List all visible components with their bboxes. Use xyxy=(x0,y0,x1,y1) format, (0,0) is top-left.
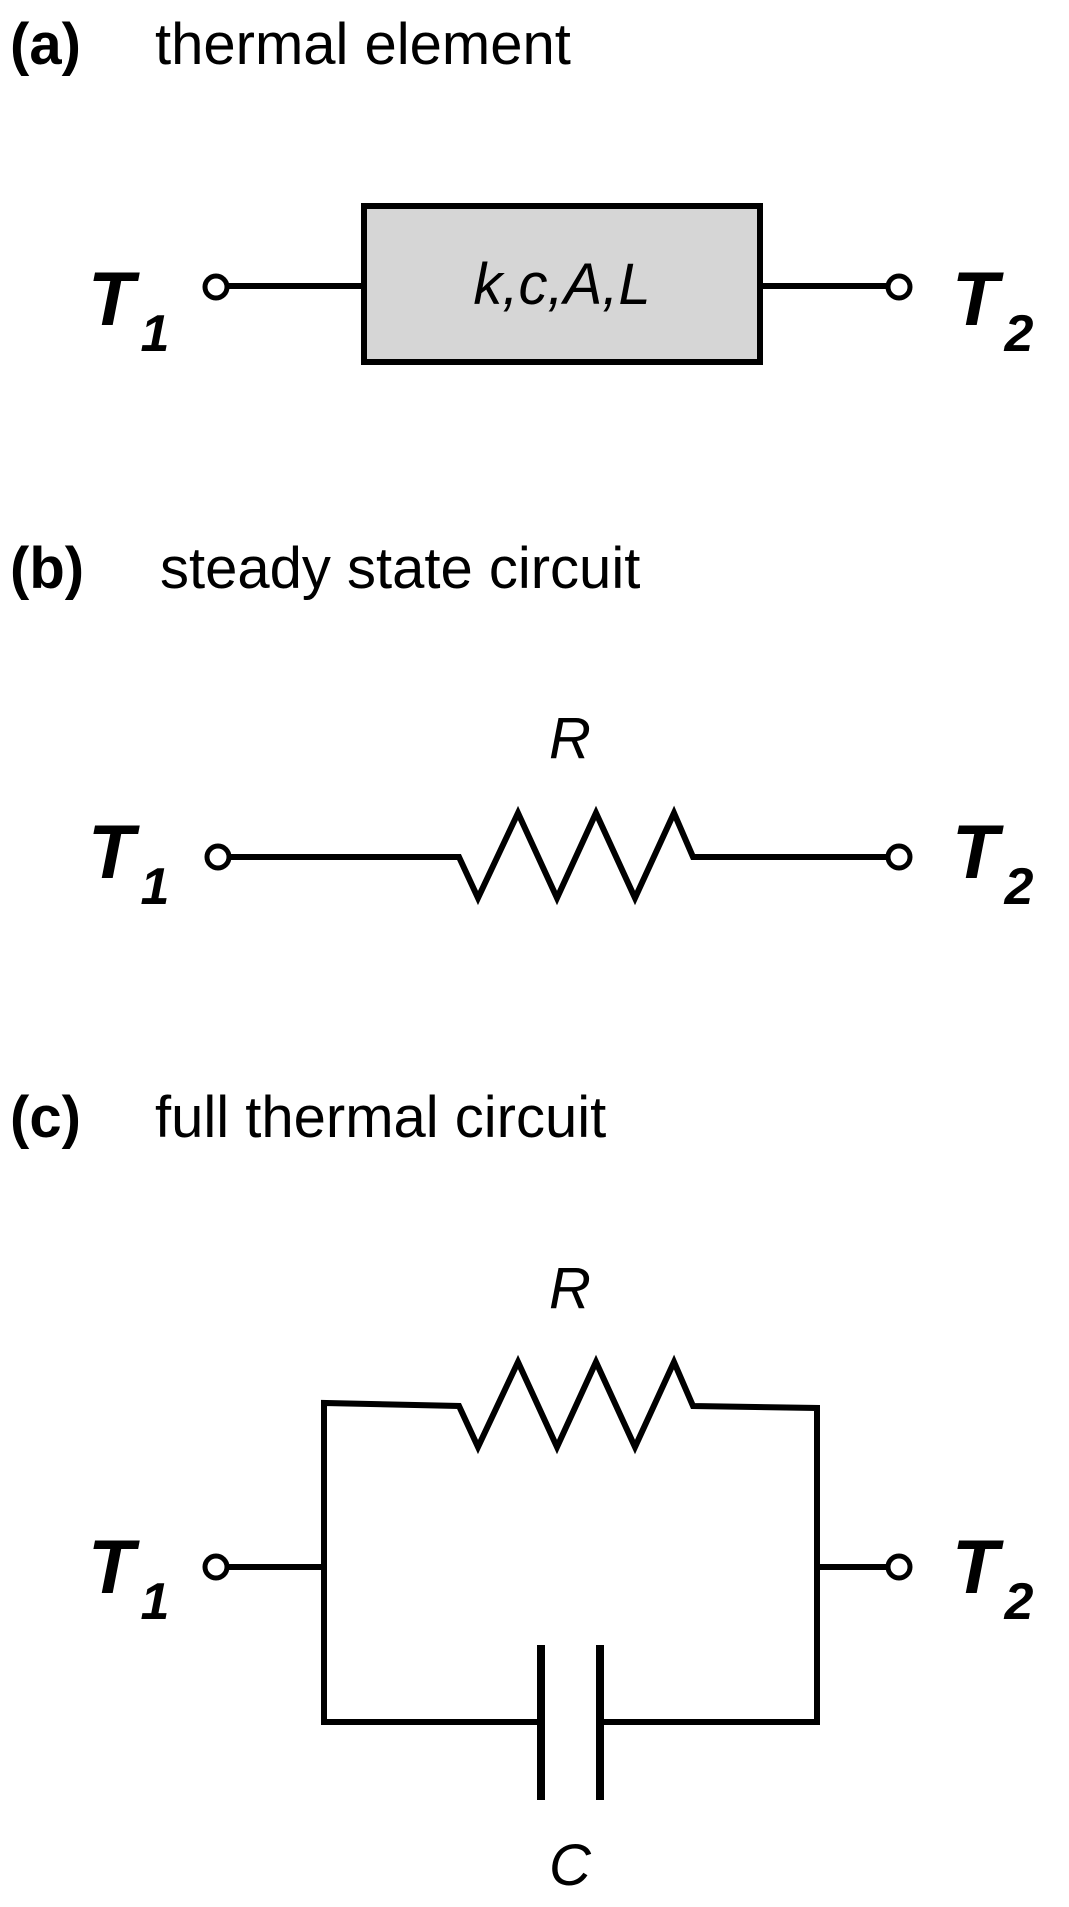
panel-b-terminal-left xyxy=(204,843,232,871)
thermal-element-label: k,c,A,L xyxy=(473,252,650,317)
panel-c-title: full thermal circuit xyxy=(155,1085,606,1150)
panel-a-t1-symbol: T xyxy=(88,257,140,342)
panel-c-t2-symbol: T xyxy=(952,1525,1004,1610)
panel-b-t1-symbol: T xyxy=(88,810,140,895)
panel-a-letter: (a) xyxy=(10,12,81,77)
panel-a-t2-subscript: 2 xyxy=(1003,305,1033,363)
panel-b-terminal-right xyxy=(885,843,913,871)
panel-c-letter: (c) xyxy=(10,1085,81,1150)
panel-a-terminal-right xyxy=(885,273,913,301)
panel-a-t1-subscript: 1 xyxy=(140,305,169,363)
panel-c-t2-subscript: 2 xyxy=(1003,1573,1033,1631)
panel-b-resistor-label: R xyxy=(549,706,591,771)
panel-b-t2-symbol: T xyxy=(952,810,1004,895)
panel-b-title: steady state circuit xyxy=(160,536,640,601)
panel-c-capacitor-wire-left xyxy=(321,1567,541,1725)
panel-b-letter: (b) xyxy=(10,536,84,601)
panel-b-t2-subscript: 2 xyxy=(1003,858,1033,916)
panel-c-terminal-left xyxy=(202,1553,230,1581)
panel-a-t2-symbol: T xyxy=(952,257,1004,342)
panel-c-capacitor-wire-right xyxy=(600,1567,820,1725)
panel-c-t1-symbol: T xyxy=(88,1525,140,1610)
panel-a-terminal-left xyxy=(202,273,230,301)
panel-c-resistor-label: R xyxy=(549,1256,591,1321)
panel-c-t1-subscript: 1 xyxy=(140,1573,169,1631)
panel-c-resistor-branch xyxy=(321,1354,820,1567)
panel-b-t1-subscript: 1 xyxy=(140,858,169,916)
panel-c-capacitor-label: C xyxy=(549,1833,592,1898)
panel-c-terminal-right xyxy=(885,1553,913,1581)
panel-a-title: thermal element xyxy=(155,12,571,77)
panel-b-resistor xyxy=(229,805,888,906)
